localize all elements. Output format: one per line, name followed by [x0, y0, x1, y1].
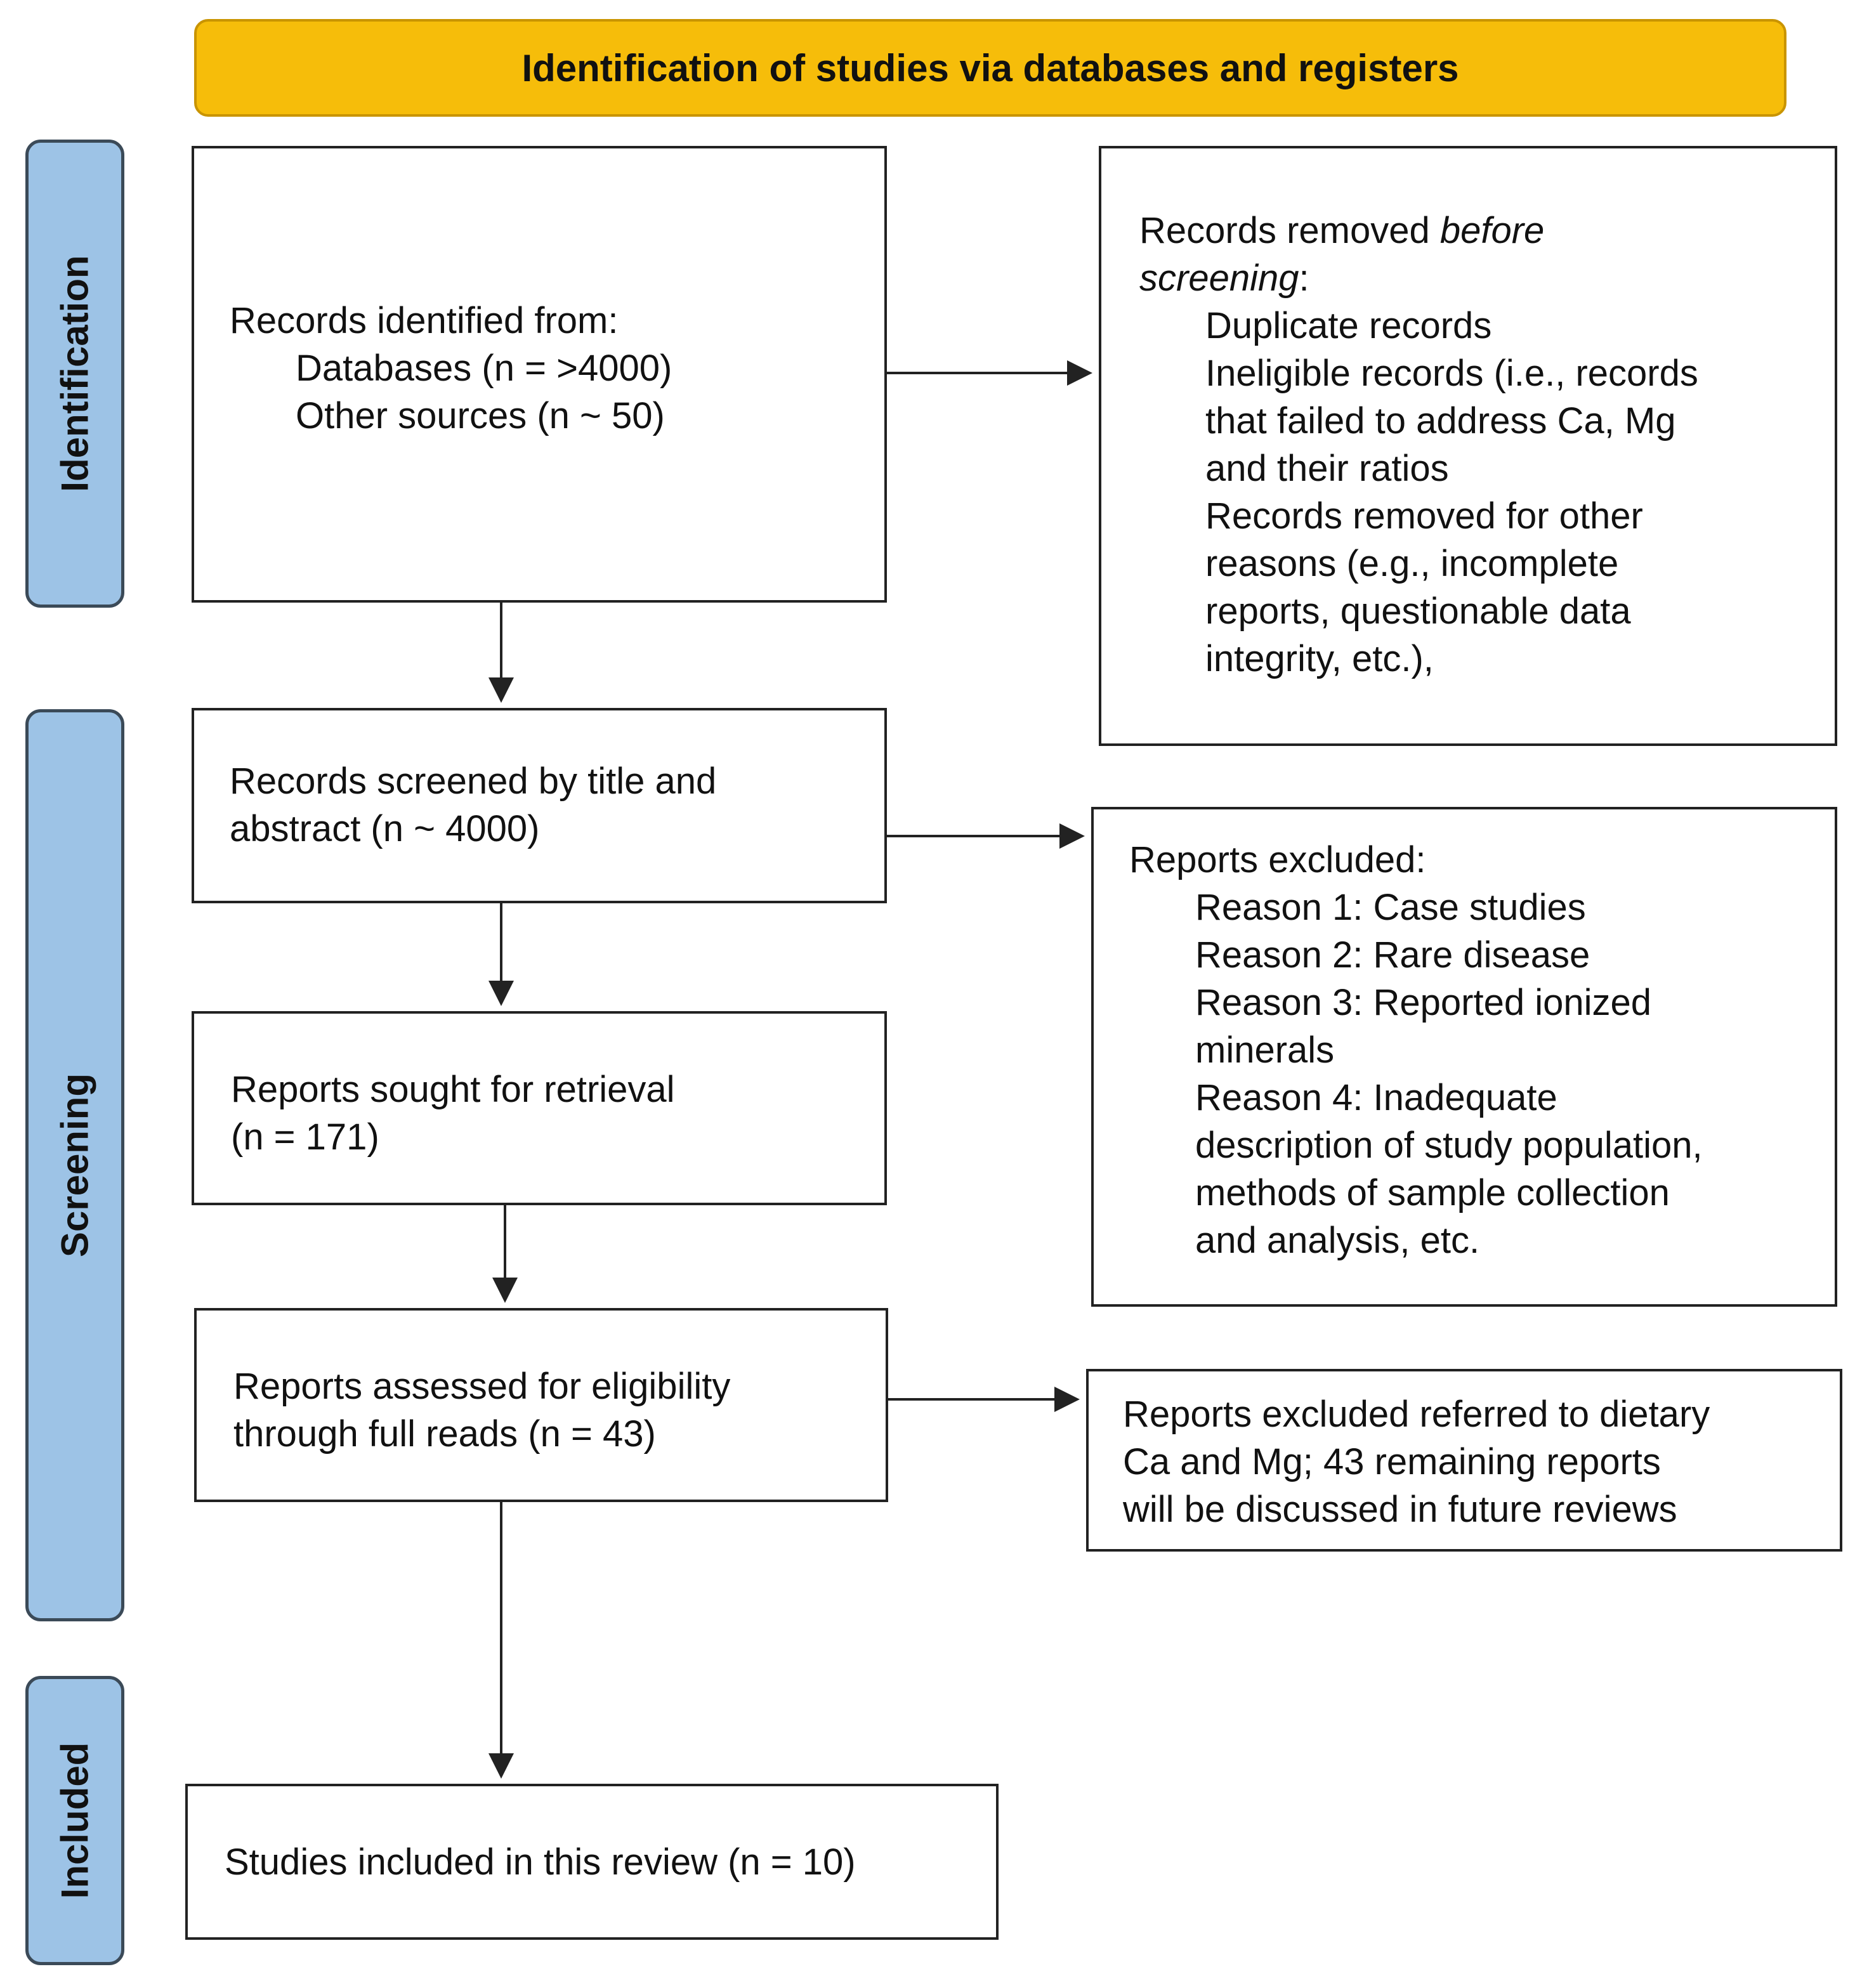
reports-excluded-item: Reason 4: Inadequate: [1195, 1077, 1557, 1118]
records-screened-box: Records screened by title and abstract (…: [192, 708, 887, 903]
banner-title: Identification of studies via databases …: [521, 46, 1459, 89]
reports-excluded-item: minerals: [1195, 1030, 1335, 1071]
records-removed-heading-cont: screening:: [1139, 254, 1835, 302]
reports-excluded-item: Reason 2: Rare disease: [1195, 934, 1590, 976]
records-other-sources: Other sources (n ~ 50): [296, 395, 665, 436]
records-removed-item: integrity, etc.),: [1205, 638, 1434, 679]
records-removed-heading: Records removed before: [1139, 207, 1835, 254]
reports-excluded-item: Reason 3: Reported ionized: [1195, 982, 1652, 1023]
reports-excluded-dietary-line: Reports excluded referred to dietary: [1123, 1394, 1710, 1435]
reports-excluded-item: Reason 1: Case studies: [1195, 887, 1586, 928]
records-removed-box: Records removed before screening: Duplic…: [1099, 146, 1837, 746]
stage-screening: Screening: [25, 709, 124, 1621]
records-identified-heading: Records identified from:: [230, 299, 619, 341]
records-databases: Databases (n = >4000): [296, 347, 672, 389]
records-removed-item: reports, questionable data: [1205, 591, 1631, 632]
records-removed-item: Duplicate records: [1205, 305, 1492, 346]
reports-sought-line1: Reports sought for retrieval: [231, 1069, 675, 1110]
records-removed-item: and their ratios: [1205, 448, 1449, 489]
stage-included: Included: [25, 1676, 124, 1965]
studies-included-label: Studies included in this review (n = 10): [225, 1841, 856, 1883]
records-removed-item: Ineligible records (i.e., records: [1205, 353, 1698, 394]
reports-excluded-dietary-line: will be discussed in future reviews: [1123, 1489, 1677, 1530]
records-identified-box: Records identified from: Databases (n = …: [192, 146, 887, 603]
records-screened-line1: Records screened by title and: [230, 761, 717, 802]
reports-excluded-dietary-line: Ca and Mg; 43 remaining reports: [1123, 1441, 1661, 1482]
records-removed-heading-suffix: :: [1299, 258, 1309, 299]
records-removed-heading-italic-1: before: [1439, 210, 1545, 251]
reports-excluded-item: description of study population,: [1195, 1125, 1703, 1166]
records-removed-item: reasons (e.g., incomplete: [1205, 543, 1619, 584]
reports-sought-box: Reports sought for retrieval (n = 171): [192, 1011, 887, 1205]
records-removed-heading-prefix: Records removed: [1139, 210, 1440, 251]
records-removed-item: Records removed for other: [1205, 495, 1643, 537]
reports-excluded-heading: Reports excluded:: [1129, 839, 1426, 880]
identification-banner: Identification of studies via databases …: [194, 19, 1786, 117]
records-screened-line2: abstract (n ~ 4000): [230, 808, 540, 849]
reports-assessed-line1: Reports assessed for eligibility: [233, 1366, 731, 1407]
reports-excluded-dietary-box: Reports excluded referred to dietary Ca …: [1086, 1369, 1842, 1552]
reports-excluded-box: Reports excluded: Reason 1: Case studies…: [1091, 807, 1837, 1307]
studies-included-box: Studies included in this review (n = 10): [185, 1784, 999, 1940]
records-removed-heading-italic-2: screening: [1139, 258, 1299, 299]
records-removed-item: that failed to address Ca, Mg: [1205, 400, 1676, 441]
reports-assessed-line2: through full reads (n = 43): [233, 1413, 656, 1455]
reports-assessed-box: Reports assessed for eligibility through…: [194, 1308, 888, 1502]
reports-sought-line2: (n = 171): [231, 1116, 379, 1158]
stage-identification: Identification: [25, 140, 124, 608]
reports-excluded-item: and analysis, etc.: [1195, 1220, 1480, 1261]
reports-excluded-item: methods of sample collection: [1195, 1172, 1670, 1213]
